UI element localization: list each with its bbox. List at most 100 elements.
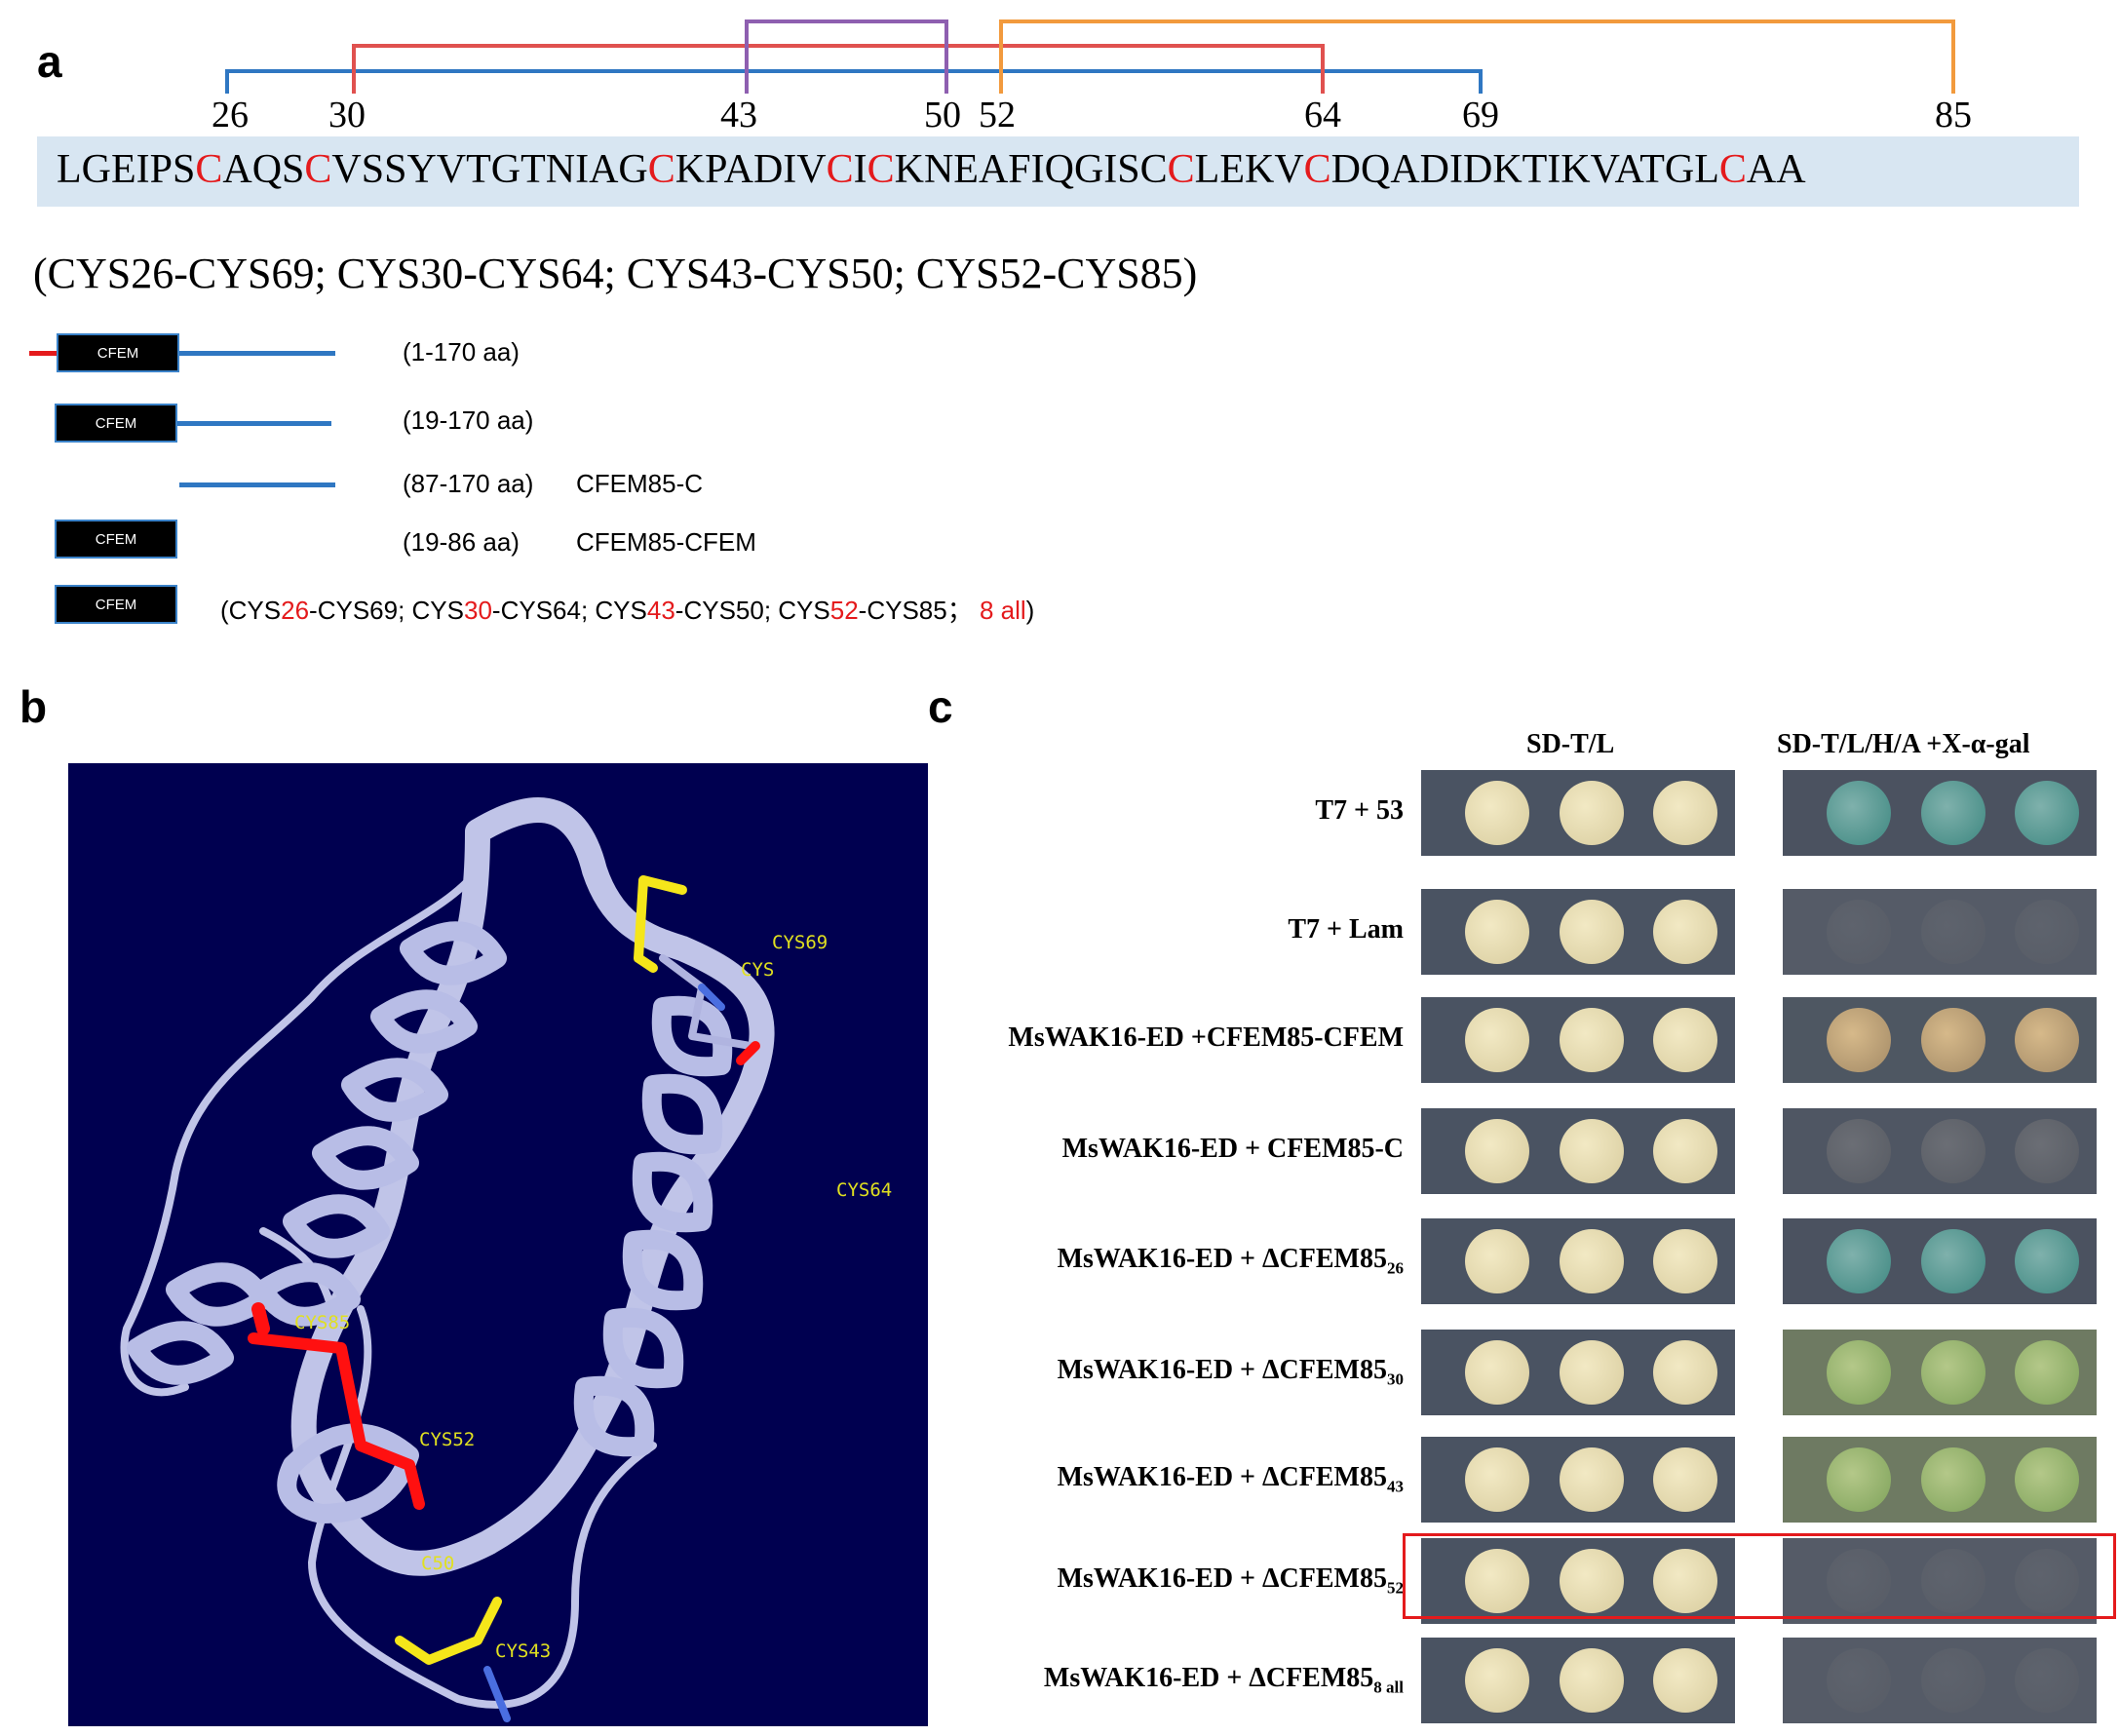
plate-left xyxy=(1421,1330,1735,1415)
construct-name: CFEM85-C xyxy=(576,469,704,498)
yeast-colony xyxy=(1827,1549,1892,1613)
row-label: MsWAK16-ED + ΔCFEM8552 xyxy=(1058,1563,1404,1599)
yeast-colony xyxy=(1653,1447,1718,1512)
yeast-colony xyxy=(1827,781,1892,845)
helix xyxy=(277,1423,419,1524)
yeast-colony xyxy=(2015,900,2080,964)
sequence-segment: AQS xyxy=(222,147,305,192)
sequence-segment: LGEIPS xyxy=(57,147,196,192)
disulfide-bond-26-69 xyxy=(634,875,687,973)
yeast-colony xyxy=(2015,781,2080,845)
side-chain xyxy=(659,954,754,1050)
row-label: MsWAK16-ED + ΔCFEM8543 xyxy=(1058,1462,1404,1497)
row-label-text: T7 + 53 xyxy=(1315,795,1404,826)
position-52: 52 xyxy=(979,95,1016,135)
cfem-domain-box: CFEM xyxy=(57,333,179,372)
c-terminal-line xyxy=(177,421,331,426)
yeast-colony xyxy=(1465,1340,1530,1405)
plate-left xyxy=(1421,997,1735,1083)
bracket-26-69 xyxy=(225,69,1483,94)
bracket-30-64 xyxy=(352,44,1325,94)
yeast-colony xyxy=(2015,1008,2080,1072)
yeast-colony xyxy=(1559,1648,1624,1713)
sequence-segment: VSSYVTGTNIAG xyxy=(331,147,648,192)
yeast-colony xyxy=(2015,1648,2080,1713)
plate-right xyxy=(1783,1330,2097,1415)
cfem-domain-box: CFEM xyxy=(55,404,177,443)
cysteine-residue: C xyxy=(826,147,854,192)
protein-sequence: LGEIPSCAQSCVSSYVTGTNIAGCKPADIVCICKNEAFIQ… xyxy=(57,146,1806,193)
row-label: MsWAK16-ED + ΔCFEM8526 xyxy=(1058,1244,1404,1279)
disulfide-brackets xyxy=(225,19,1955,94)
plate-left xyxy=(1421,1218,1735,1304)
yeast-colony xyxy=(1920,1119,1985,1183)
yeast-colony xyxy=(1465,1119,1530,1183)
yeast-colony xyxy=(1559,1447,1624,1512)
bracket-43-50 xyxy=(745,19,948,94)
construct-name: CFEM85-CFEM xyxy=(576,527,756,557)
yeast-colony xyxy=(1653,1648,1718,1713)
yeast-colony xyxy=(2015,1340,2080,1405)
cysteine-residue: C xyxy=(1303,147,1331,192)
structure-label-cys85: CYS85 xyxy=(294,1312,350,1333)
row-label-text: T7 + Lam xyxy=(1288,914,1404,945)
highlight-box xyxy=(1403,1533,2116,1619)
side-chain xyxy=(251,1302,270,1335)
row-label: T7 + 53 xyxy=(1315,795,1404,827)
structure-label-cys52: CYS52 xyxy=(419,1429,475,1450)
yeast-colony xyxy=(1920,1008,1985,1072)
column-header-sd-tl: SD-T/L xyxy=(1526,729,1615,759)
yeast-colony xyxy=(2015,1447,2080,1512)
structure-label-cys64: CYS64 xyxy=(836,1179,892,1201)
plate-right xyxy=(1783,889,2097,975)
sequence-segment: LEKV xyxy=(1194,147,1304,192)
yeast-colony xyxy=(1827,1447,1892,1512)
plate-left xyxy=(1421,1538,1735,1624)
row-label-subscript: 8 all xyxy=(1373,1678,1404,1697)
c-terminal-line xyxy=(179,351,335,356)
row-label-subscript: 52 xyxy=(1387,1578,1404,1598)
sequence-segment: I xyxy=(853,147,867,192)
plate-right xyxy=(1783,1218,2097,1304)
panel-c-letter: c xyxy=(928,681,953,732)
column-header-sd-tlha: SD-T/L/H/A +X-α-gal xyxy=(1777,729,2030,759)
plate-right xyxy=(1783,1538,2097,1624)
construct-range: (19-86 aa) xyxy=(403,527,520,557)
yeast-colony xyxy=(1827,900,1892,964)
yeast-colony xyxy=(1827,1229,1892,1293)
signal-peptide-line xyxy=(29,351,58,356)
yeast-colony xyxy=(1653,900,1718,964)
yeast-colony xyxy=(2015,1119,2080,1183)
yeast-colony xyxy=(1559,781,1624,845)
cysteine-residue: C xyxy=(304,147,332,192)
plate-right xyxy=(1783,1638,2097,1723)
yeast-colony xyxy=(2015,1549,2080,1613)
yeast-colony xyxy=(1653,1340,1718,1405)
panel-b-letter: b xyxy=(19,681,48,732)
cysteine-residue: C xyxy=(1167,147,1195,192)
position-26: 26 xyxy=(212,95,249,135)
helix xyxy=(127,1262,273,1385)
yeast-colony xyxy=(1465,1447,1530,1512)
structure-label-cys69: CYS69 xyxy=(772,932,828,953)
construct-range: (87-170 aa) xyxy=(403,469,534,498)
yeast-colony xyxy=(1653,1008,1718,1072)
sequence-segment: KPADIV xyxy=(675,147,827,192)
construct-range: (19-170 aa) xyxy=(403,405,534,435)
sequence-segment: KNEAFIQGISC xyxy=(894,147,1168,192)
bracket-52-85 xyxy=(999,19,1955,94)
cysteine-residue: C xyxy=(647,147,675,192)
yeast-colony xyxy=(1653,1549,1718,1613)
row-label-text: MsWAK16-ED + ΔCFEM85 xyxy=(1057,1462,1387,1492)
sequence-box xyxy=(37,136,2079,207)
yeast-colony xyxy=(1920,781,1985,845)
yeast-colony xyxy=(1827,1340,1892,1405)
yeast-colony xyxy=(1920,1549,1985,1613)
row-label: MsWAK16-ED + CFEM85-C xyxy=(1062,1134,1404,1165)
mutant-list: (CYS26-CYS69; CYS30-CYS64; CYS43-CYS50; … xyxy=(220,596,1035,625)
sequence-segment: DQADIDKTIKVATGL xyxy=(1330,147,1719,192)
structure-label-cys43: CYS43 xyxy=(495,1640,551,1662)
side-chain xyxy=(698,984,725,1011)
position-50: 50 xyxy=(924,95,961,135)
yeast-colony xyxy=(1559,1340,1624,1405)
